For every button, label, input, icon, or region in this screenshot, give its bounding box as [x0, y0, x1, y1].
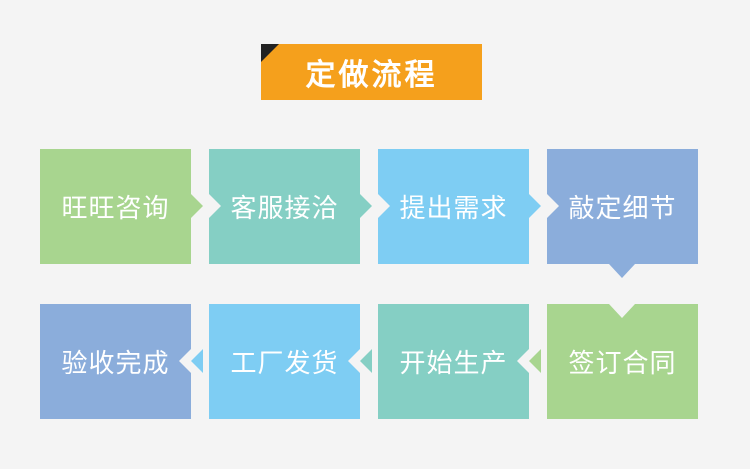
arrow-step-2-to-3: [360, 194, 372, 218]
step-5: 签订合同: [547, 304, 698, 419]
arrow-step-4-to-5: [609, 264, 635, 278]
step-1: 旺旺咨询: [40, 149, 191, 264]
notch-step-6: [517, 349, 529, 373]
notch-step-2: [209, 194, 221, 218]
arrow-step-6-to-7: [360, 349, 372, 373]
step-6: 开始生产: [378, 304, 529, 419]
step-4: 敲定细节: [547, 149, 698, 264]
step-3: 提出需求: [378, 149, 529, 264]
arrow-step-3-to-4: [529, 194, 541, 218]
step-8: 验收完成: [40, 304, 191, 419]
arrow-step-1-to-2: [191, 194, 203, 218]
notch-step-3: [378, 194, 390, 218]
notch-step-5: [609, 304, 635, 318]
step-7: 工厂发货: [209, 304, 360, 419]
notch-step-8: [179, 349, 191, 373]
notch-step-4: [547, 194, 559, 218]
step-2: 客服接洽: [209, 149, 360, 264]
arrow-step-5-to-6: [529, 349, 541, 373]
banner-corner-decoration: [261, 44, 279, 62]
page-title: 定做流程: [305, 58, 438, 93]
arrow-step-7-to-8: [191, 349, 203, 373]
title-banner: 定做流程: [261, 44, 482, 100]
notch-step-7: [348, 349, 360, 373]
